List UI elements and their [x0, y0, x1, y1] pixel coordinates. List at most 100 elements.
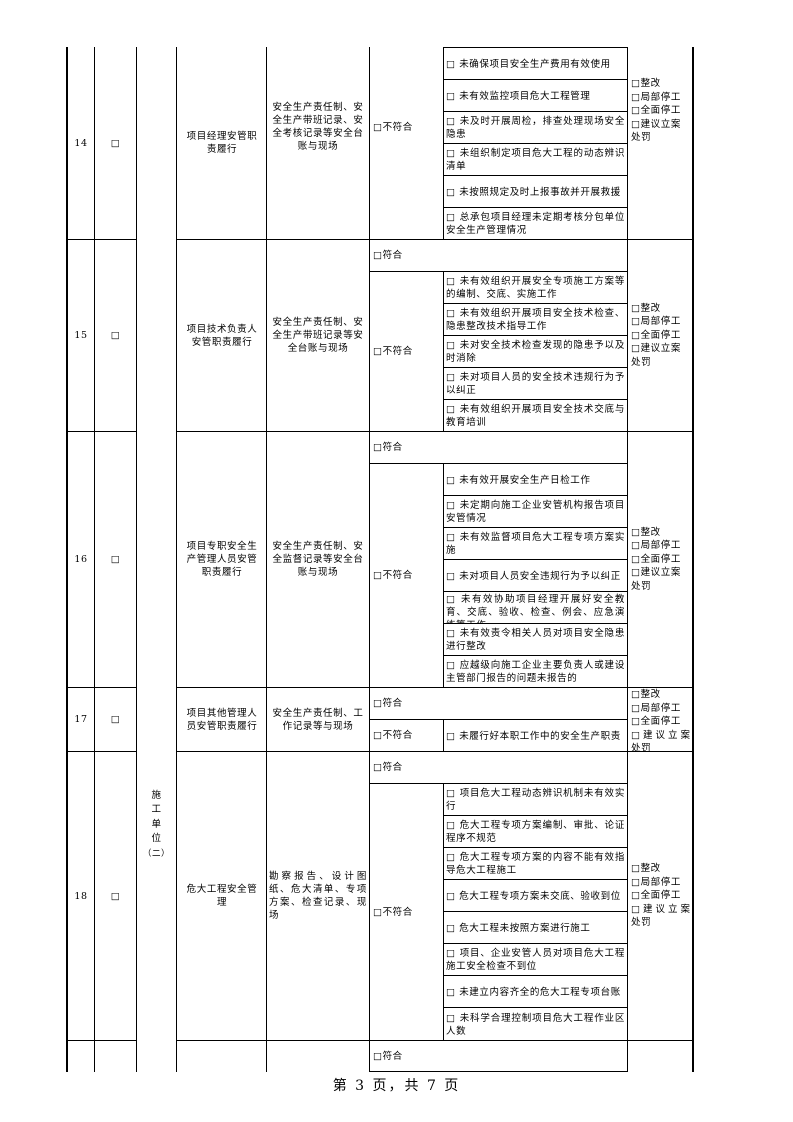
check-item: 危大工程安全管理: [186, 884, 258, 908]
action-rectify[interactable]: □整改: [631, 526, 661, 538]
row-divider: [176, 239, 694, 240]
section-label-char: 施: [151, 789, 162, 801]
issue-item[interactable]: □ 未有效责令相关人员对项目安全隐患进行整改: [446, 628, 625, 652]
issue-divider: [443, 303, 628, 304]
issue-item[interactable]: □ 未有效组织开展项目安全技术交底与教育培训: [446, 404, 625, 428]
check-item: 项目其他管理人员安管职责履行: [186, 707, 258, 732]
issue-item[interactable]: □ 未有效协助项目经理开展好安全教育、交底、验收、检查、例会、应急演练等工作: [446, 594, 625, 623]
issue-top: [443, 47, 628, 48]
issue-divider: [443, 367, 628, 368]
action-file-case[interactable]: □ 建 议 立 案: [631, 903, 691, 915]
action-rectify[interactable]: □整改: [631, 302, 661, 314]
issue-divider: [443, 79, 628, 80]
action-penalty: 处罚: [631, 917, 652, 929]
issue-item[interactable]: □ 未对项目人员的安全技术违规行为予以纠正: [446, 372, 625, 396]
action-partial-stop[interactable]: □局部停工: [631, 316, 681, 328]
action-options[interactable]: □整改 □局部停工 □全面停工 □建议立案 处罚: [628, 432, 692, 687]
action-penalty: 处罚: [631, 580, 652, 592]
row-checkbox[interactable]: □: [110, 890, 121, 902]
action-options[interactable]: □整改 □局部停工 □全面停工 □ 建 议 立 案 处罚: [628, 688, 692, 751]
issue-divider: [443, 879, 628, 880]
action-file-case[interactable]: □建议立案: [631, 567, 681, 579]
action-full-stop[interactable]: □全面停工: [631, 553, 681, 565]
conform-option[interactable]: □符合: [373, 1050, 403, 1062]
action-partial-stop[interactable]: □局部停工: [631, 540, 681, 552]
issue-item[interactable]: □ 未及时开展周检，排查处理现场安全隐患: [446, 116, 625, 140]
action-full-stop[interactable]: □全面停工: [631, 890, 681, 902]
issue-divider: [443, 399, 628, 400]
issue-item[interactable]: □ 未组织制定项目危大工程的动态辨识清单: [446, 148, 625, 172]
action-partial-stop[interactable]: □局部停工: [631, 91, 681, 103]
row-divider: [176, 1040, 694, 1041]
section-label-char: 单: [151, 818, 162, 830]
action-full-stop[interactable]: □全面停工: [631, 329, 681, 341]
issue-item[interactable]: □ 未有效组织开展项目安全技术检查、隐患整改技术指导工作: [446, 308, 625, 332]
issue-item[interactable]: □ 未对项目人员安全违规行为予以纠正: [446, 570, 621, 582]
action-rectify[interactable]: □整改: [631, 863, 661, 875]
conform-option[interactable]: □符合: [373, 762, 403, 773]
issue-item[interactable]: □ 危大工程专项方案的内容不能有效指导危大工程施工: [446, 852, 625, 876]
issue-item[interactable]: □ 应越级向施工企业主要负责人或建设主管部门报告的问题未报告的: [446, 660, 625, 684]
action-file-case[interactable]: □建议立案: [631, 118, 681, 130]
row-checkbox[interactable]: □: [110, 714, 121, 725]
issue-item[interactable]: □ 未有效监督项目危大工程专项方案实施: [446, 532, 625, 556]
page-footer: 第 3 页，共 7 页: [332, 1078, 461, 1094]
nonconform-option[interactable]: □不符合: [373, 730, 413, 741]
issue-col-divider: [443, 783, 444, 1041]
row-checkbox[interactable]: □: [110, 554, 121, 565]
check-basis: 安全生产责任制、安全生产带班记录等安全台账与现场: [272, 317, 364, 354]
issue-item[interactable]: □ 未科学合理控制项目危大工程作业区人数: [446, 1012, 625, 1037]
row-checkbox[interactable]: □: [110, 330, 121, 341]
col-divider: [369, 47, 370, 1072]
issue-item[interactable]: □ 项目、企业安管人员对项目危大工程施工安全检查不到位: [446, 948, 625, 972]
issue-item[interactable]: □ 未定期向施工企业安管机构报告项目安管情况: [446, 500, 625, 524]
issue-item[interactable]: □ 未按照规定及时上报事故并开展救援: [446, 186, 621, 198]
nonconform-option[interactable]: □不符合: [373, 570, 413, 581]
row-divider: [66, 751, 137, 752]
issue-item[interactable]: □ 未有效开展安全生产日检工作: [446, 474, 591, 486]
issue-item[interactable]: □ 未对安全技术检查发现的隐患予以及时消除: [446, 340, 625, 364]
issue-item[interactable]: □ 危大工程专项方案未交底、验收到位: [446, 890, 621, 902]
action-options[interactable]: □整改 □局部停工 □全面停工 □建议立案 处罚: [628, 240, 692, 431]
row-checkbox[interactable]: □: [110, 137, 121, 149]
issue-item[interactable]: □ 未履行好本职工作中的安全生产职责: [446, 730, 621, 742]
issue-item[interactable]: □ 危大工程专项方案编制、审批、论证程序不规范: [446, 820, 625, 844]
issue-item[interactable]: □ 未确保项目安全生产费用有效使用: [446, 58, 611, 70]
issue-item[interactable]: □ 未有效组织开展安全专项施工方案等的编制、交底、实施工作: [446, 276, 625, 300]
nonconform-option[interactable]: □不符合: [373, 346, 413, 357]
issue-divider: [443, 591, 628, 592]
issue-item[interactable]: □ 未有效监控项目危大工程管理: [446, 90, 591, 102]
issue-item[interactable]: □ 未建立内容齐全的危大工程专项台账: [446, 986, 621, 998]
action-partial-stop[interactable]: □局部停工: [631, 702, 681, 714]
action-full-stop[interactable]: □全面停工: [631, 716, 681, 727]
issue-item[interactable]: □ 总承包项目经理未定期考核分包单位安全生产管理情况: [446, 212, 625, 236]
action-rectify[interactable]: □整改: [631, 78, 661, 90]
nonconform-option[interactable]: □不符合: [373, 121, 413, 133]
action-file-case[interactable]: □ 建 议 立 案: [631, 729, 691, 741]
nonconform-option[interactable]: □不符合: [373, 906, 413, 918]
action-full-stop[interactable]: □全面停工: [631, 105, 681, 117]
section-label-char: （二）: [142, 848, 171, 859]
section-label-char: 工: [151, 804, 162, 816]
action-options[interactable]: □整改 □局部停工 □全面停工 □ 建 议 立 案 处罚: [628, 752, 692, 1040]
conform-option[interactable]: □符合: [373, 698, 403, 709]
issue-item[interactable]: □ 项目危大工程动态辨识机制未有效实行: [446, 788, 625, 812]
section-label-char: 位: [151, 833, 162, 845]
action-partial-stop[interactable]: □局部停工: [631, 876, 681, 888]
conform-option[interactable]: □符合: [373, 442, 403, 453]
conform-split: [369, 271, 628, 272]
action-file-case[interactable]: □建议立案: [631, 343, 681, 355]
check-item: 项目专职安全生产管理人员安管职责履行: [186, 541, 258, 578]
row-divider: [66, 239, 137, 240]
issue-divider: [443, 623, 628, 624]
conform-option[interactable]: □符合: [373, 250, 403, 261]
issue-divider: [443, 207, 628, 208]
issue-divider: [443, 559, 628, 560]
table-left-border: [66, 47, 68, 1072]
action-options[interactable]: □整改 □局部停工 □全面停工 □建议立案 处罚: [628, 47, 692, 175]
issue-divider: [443, 975, 628, 976]
check-item: 项目经理安管职责履行: [186, 131, 258, 155]
issue-item[interactable]: □ 危大工程未按照方案进行施工: [446, 922, 591, 934]
action-rectify[interactable]: □整改: [631, 689, 661, 700]
check-basis: 安全生产责任制、工作记录等与现场: [272, 707, 364, 732]
